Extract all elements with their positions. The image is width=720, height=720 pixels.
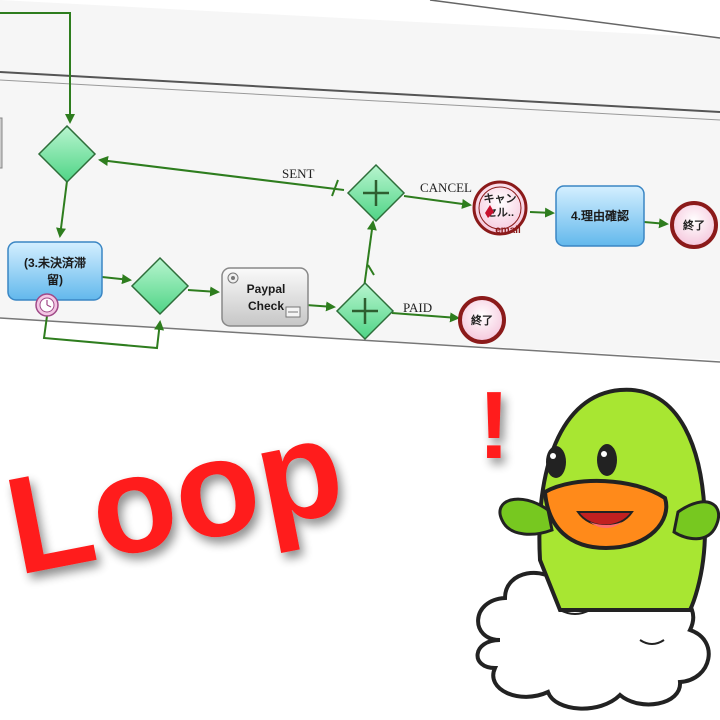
left-fin xyxy=(498,497,554,536)
svg-text:キャン: キャン xyxy=(484,192,517,205)
flow-timer-loop xyxy=(42,315,165,350)
mascot-character xyxy=(475,387,720,711)
label-cancel: CANCEL xyxy=(420,180,472,195)
flow-gateway-to-pending xyxy=(56,180,68,238)
parallel-gateway-bottom[interactable] xyxy=(335,281,395,341)
end-event-paid[interactable]: 終了 xyxy=(458,296,506,344)
exclusive-gateway-mid[interactable] xyxy=(130,256,190,316)
right-fin xyxy=(672,500,720,541)
error-icon xyxy=(485,205,494,218)
svg-text:セル..: セル.. xyxy=(486,206,514,219)
svg-text:4.理由確認: 4.理由確認 xyxy=(571,208,629,223)
script-icon xyxy=(285,306,301,318)
task-reason-check[interactable]: 4.理由確認 xyxy=(555,185,645,247)
flow-top-in xyxy=(0,12,75,124)
svg-text:Paypal: Paypal xyxy=(247,282,286,296)
exclaim-text: ! xyxy=(478,372,510,479)
label-sent: SENT xyxy=(282,166,315,181)
flow-sent-loop xyxy=(98,156,345,191)
svg-text:(3.未決済滞: (3.未決済滞 xyxy=(24,255,86,270)
flow-parallel-up xyxy=(363,220,377,289)
flow-paid xyxy=(391,312,460,323)
flow-cancel-to-reason xyxy=(529,207,555,218)
svg-text:終了: 終了 xyxy=(471,313,493,327)
flow-pending-to-gateway xyxy=(101,274,132,285)
flow-gateway-to-paypal xyxy=(187,286,220,297)
label-paid: PAID xyxy=(403,300,432,315)
flow-slash-marks xyxy=(331,179,375,276)
svg-text:email: email xyxy=(495,225,521,236)
svg-text:終了: 終了 xyxy=(683,218,705,232)
parallel-gateway-top[interactable] xyxy=(346,163,406,223)
svg-text:Check: Check xyxy=(248,299,284,313)
gear-icon xyxy=(227,272,239,284)
left-eye xyxy=(546,446,566,478)
task-pending[interactable]: (3.未決済滞 留) xyxy=(7,241,103,301)
task-paypal-check[interactable]: Paypal Check xyxy=(221,267,309,327)
sequence-flows xyxy=(0,12,669,350)
loop-text: Loop xyxy=(0,389,355,605)
flow-paypal-to-parallel xyxy=(305,301,336,312)
loop-banner: Loop ! xyxy=(0,372,510,604)
flow-reason-to-end xyxy=(643,218,669,229)
exclusive-gateway-top[interactable] xyxy=(37,124,97,184)
timer-icon xyxy=(35,293,59,317)
right-eye xyxy=(597,444,617,476)
cancel-email-event[interactable]: キャン セル.. email xyxy=(472,180,528,236)
end-event-cancel[interactable]: 終了 xyxy=(670,201,718,249)
svg-text:留): 留) xyxy=(47,272,63,287)
flow-cancel xyxy=(403,195,472,209)
